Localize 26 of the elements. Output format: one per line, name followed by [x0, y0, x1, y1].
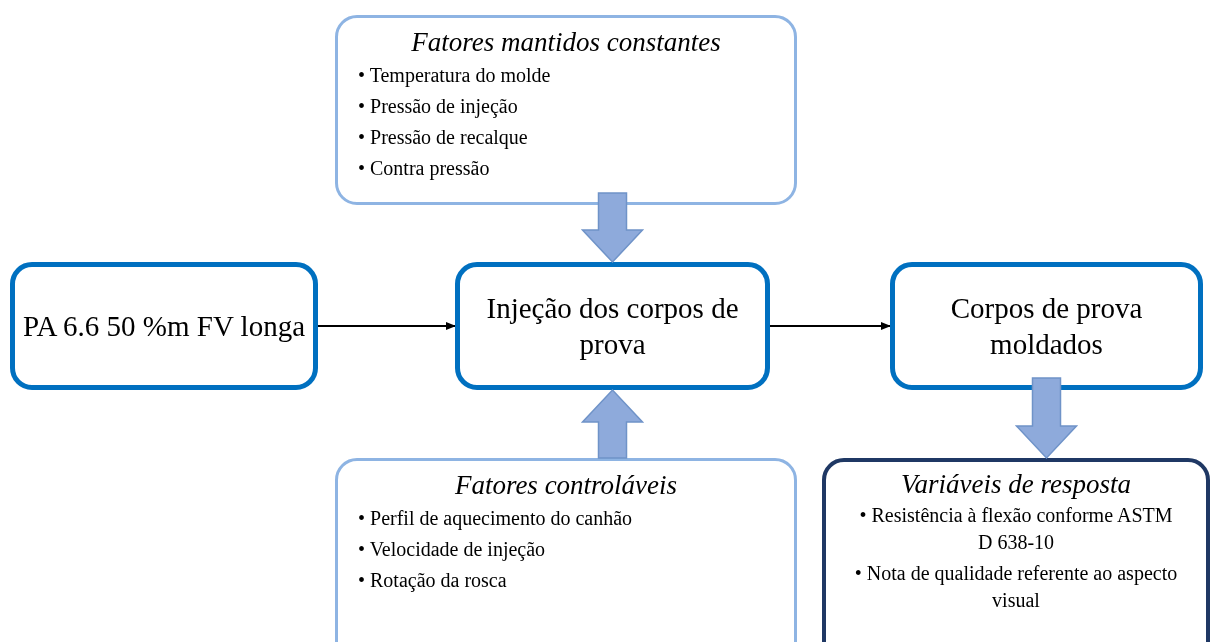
arrow [769, 322, 891, 330]
block-arrow [580, 192, 645, 264]
bullet-item: • Pressão de recalque [358, 125, 529, 151]
process-box [455, 262, 770, 390]
bullet-item: • Perfil de aquecimento do canhão [358, 506, 634, 532]
box-text: Injeção dos corpos de prova [485, 290, 740, 362]
box-heading: Variáveis de resposta [900, 468, 1132, 501]
bullet-item: • Temperatura do molde [358, 63, 552, 89]
bullet-item: • Pressão de injeção [358, 94, 519, 120]
block-arrow [1014, 377, 1079, 460]
box-heading: Fatores mantidos constantes [410, 26, 722, 59]
factor-box [335, 458, 797, 642]
bullet-item: • Contra pressão [358, 156, 491, 182]
box-heading: Fatores controláveis [453, 469, 679, 502]
arrow [317, 322, 456, 330]
bullet-item: • Nota de qualidade referente ao aspecto visual [854, 561, 1178, 614]
box-text: PA 6.6 50 %m FV longa [23, 308, 305, 344]
process-box [890, 262, 1203, 390]
bullet-item: • Velocidade de injeção [358, 537, 547, 563]
factor-box [335, 15, 797, 205]
bullet-item: • Resistência à flexão conforme ASTM D 638-10 [858, 503, 1174, 556]
process-box [10, 262, 318, 390]
bullet-item: • Rotação da rosca [358, 568, 508, 594]
factor-box [822, 458, 1210, 642]
box-text: Corpos de prova moldados [949, 290, 1144, 362]
block-arrow [580, 388, 645, 459]
